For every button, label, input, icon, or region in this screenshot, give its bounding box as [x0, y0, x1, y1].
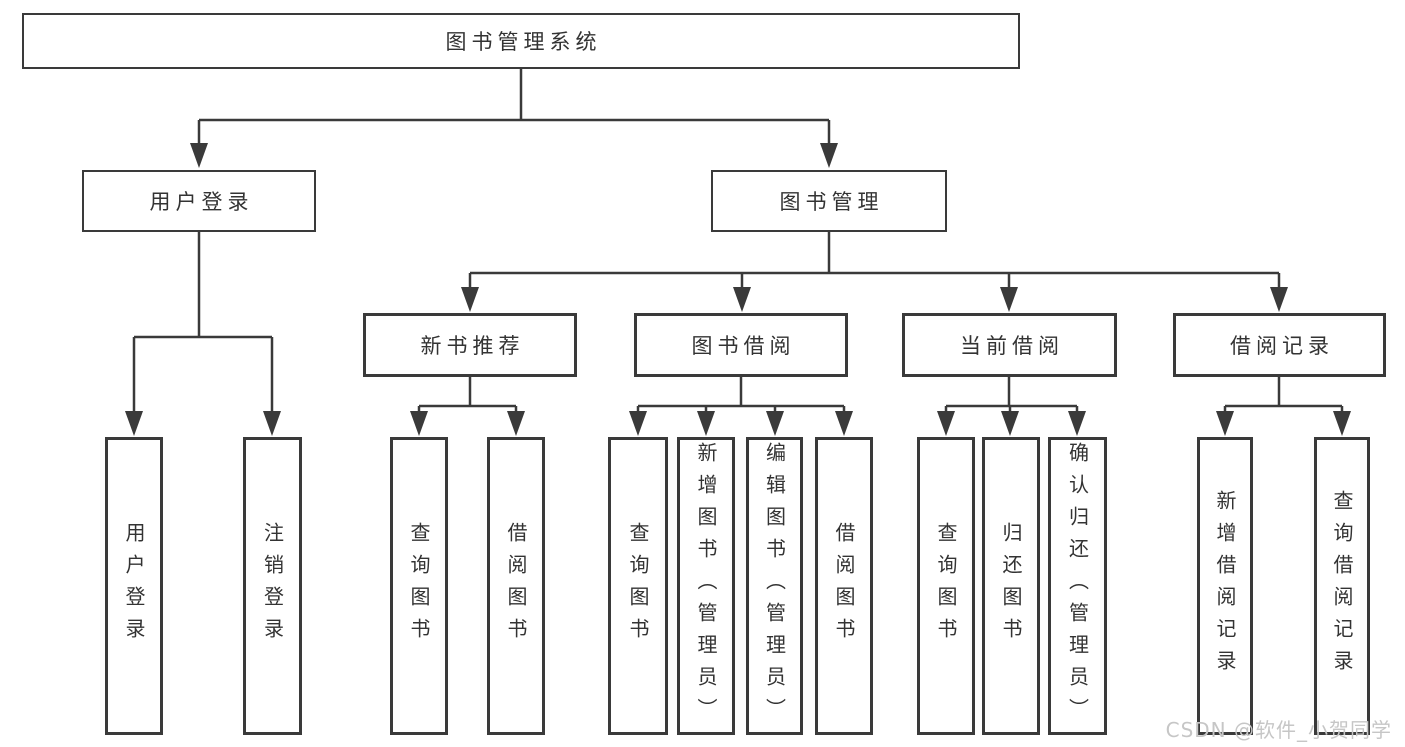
leaf-borrow-add-admin: 新增图书（管理员） [677, 437, 735, 735]
leaf-borrow-borrow-label: 借阅图书 [832, 522, 856, 650]
node-root-label: 图书管理系统 [445, 30, 602, 54]
leaf-current-query-label: 查询图书 [934, 522, 958, 650]
node-current-borrow: 当前借阅 [902, 313, 1117, 377]
leaf-borrow-edit-admin: 编辑图书（管理员） [746, 437, 803, 735]
leaf-current-return-label: 归还图书 [999, 522, 1023, 650]
leaf-borrow-borrow: 借阅图书 [815, 437, 873, 735]
node-new-book-recommend-label: 新书推荐 [420, 334, 525, 358]
node-book-management: 图书管理 [711, 170, 947, 232]
node-root-system: 图书管理系统 [22, 13, 1020, 69]
leaf-newbook-borrow: 借阅图书 [487, 437, 545, 735]
leaf-borrow-query: 查询图书 [608, 437, 668, 735]
leaf-borrow-edit-admin-label: 编辑图书（管理员） [762, 442, 787, 730]
leaf-current-query: 查询图书 [917, 437, 975, 735]
leaf-records-query: 查询借阅记录 [1314, 437, 1370, 735]
node-user-login-label: 用户登录 [149, 190, 254, 214]
leaf-newbook-query-label: 查询图书 [407, 522, 431, 650]
leaf-current-confirm-return-admin-label: 确认归还（管理员） [1065, 442, 1090, 730]
arrowheads [125, 143, 1351, 436]
leaf-user-login: 用户登录 [105, 437, 163, 735]
leaf-records-add-label: 新增借阅记录 [1213, 490, 1237, 682]
leaf-borrow-query-label: 查询图书 [626, 522, 650, 650]
leaf-current-return: 归还图书 [982, 437, 1040, 735]
node-current-borrow-label: 当前借阅 [960, 334, 1064, 358]
leaf-borrow-add-admin-label: 新增图书（管理员） [694, 442, 718, 730]
node-book-borrow: 图书借阅 [634, 313, 848, 377]
node-book-management-label: 图书管理 [779, 190, 884, 214]
leaf-records-add: 新增借阅记录 [1197, 437, 1253, 735]
node-book-borrow-label: 图书借阅 [691, 334, 796, 358]
leaf-records-query-label: 查询借阅记录 [1330, 490, 1354, 682]
csdn-watermark: CSDN @软件_小贺同学 [1165, 718, 1392, 742]
leaf-user-login-label: 用户登录 [122, 522, 146, 650]
leaf-current-confirm-return-admin: 确认归还（管理员） [1048, 437, 1107, 735]
node-user-login: 用户登录 [82, 170, 316, 232]
leaf-newbook-query: 查询图书 [390, 437, 448, 735]
leaf-logout: 注销登录 [243, 437, 302, 735]
leaf-newbook-borrow-label: 借阅图书 [504, 522, 528, 650]
node-borrow-records-label: 借阅记录 [1230, 334, 1334, 358]
node-borrow-records: 借阅记录 [1173, 313, 1386, 377]
node-new-book-recommend: 新书推荐 [363, 313, 577, 377]
leaf-logout-label: 注销登录 [260, 522, 285, 650]
